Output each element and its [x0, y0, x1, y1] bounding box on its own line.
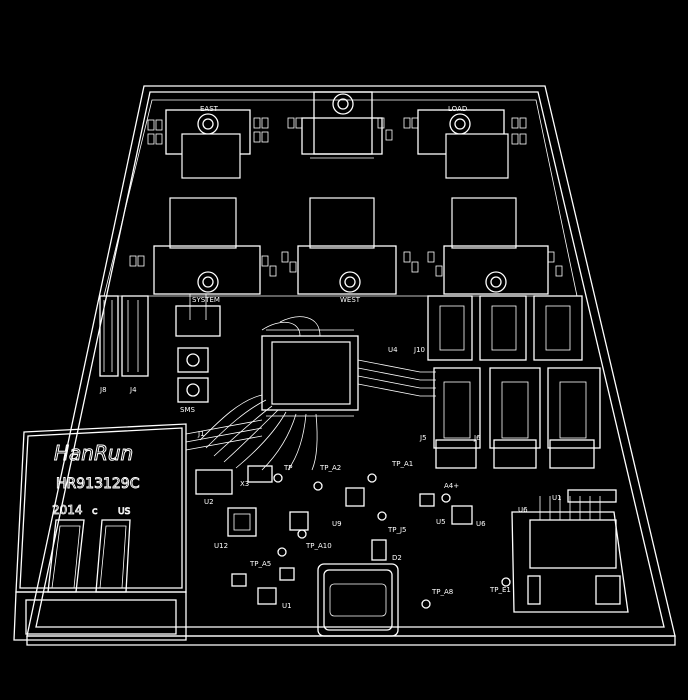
label-tp-a1: TP_A1: [391, 460, 413, 468]
label-u9: U9: [332, 520, 342, 528]
label-x3: X3: [240, 480, 249, 488]
terminal-blocks: [427, 295, 601, 469]
jack-year: 2014: [52, 503, 83, 517]
ic-u2: [195, 469, 233, 495]
jack-us: US: [118, 507, 131, 517]
relay-center-top: [301, 91, 383, 159]
jack-part: HR913129C: [56, 476, 140, 492]
system-header: [175, 294, 221, 337]
label-tp-aplus: A4+: [444, 482, 459, 490]
relay-west: [297, 197, 397, 295]
push-button-1: [177, 347, 209, 373]
label-west: WEST: [340, 296, 361, 304]
microcontroller: [261, 329, 359, 417]
label-tp-a5: TP_A5: [249, 560, 271, 568]
label-j8: J8: [99, 386, 107, 394]
label-j4: J4: [129, 386, 137, 394]
ethernet-jack: [13, 423, 187, 641]
label-u6b: U6: [518, 506, 528, 514]
small-ic-center: [289, 487, 473, 531]
label-u1: U1: [282, 602, 292, 610]
label-j5: J5: [419, 434, 427, 442]
label-u12: U12: [214, 542, 228, 550]
label-j6: J6: [473, 434, 481, 442]
label-tp-a2: TP_A2: [319, 464, 341, 472]
label-tp-a8: TP_A8: [431, 588, 453, 596]
microsd-socket: [511, 489, 629, 613]
traces: [185, 316, 436, 471]
label-d2: D2: [392, 554, 402, 562]
label-sms: SMS: [180, 406, 195, 414]
label-u2: U2: [204, 498, 214, 506]
pin-header-j8: [99, 295, 119, 377]
label-u4: U4: [388, 346, 398, 354]
regulator-u1: [231, 567, 295, 605]
label-tp-a10: TP_A10: [305, 542, 332, 550]
label-load: LOAD: [448, 105, 467, 113]
label-u6: U6: [476, 520, 486, 528]
label-u5: U5: [436, 518, 446, 526]
label-j10: J10: [413, 346, 425, 354]
relay-right-middle: [443, 197, 549, 295]
smd-cluster-top: [129, 117, 563, 277]
label-east: EAST: [200, 105, 219, 113]
relay-east: [165, 109, 251, 179]
label-u1b: U1: [552, 494, 562, 502]
label-tp-7: TP: [283, 464, 293, 472]
push-button-sms: [177, 377, 209, 403]
label-tp-e1: TP_E1: [489, 586, 511, 594]
pin-header-j4: [121, 295, 149, 377]
board-outline: [26, 85, 676, 646]
relay-load: [417, 109, 509, 179]
relay-system: [153, 197, 261, 295]
test-points: [273, 473, 511, 609]
crystal-x3: [247, 465, 273, 483]
label-tp-j5: TP_J5: [387, 526, 407, 534]
ic-u12: [227, 507, 257, 537]
label-j1: J1: [197, 430, 205, 438]
jack-brand: HanRun: [54, 441, 133, 465]
jack-cert: c: [92, 506, 98, 517]
usb-c-connector: [317, 539, 399, 637]
